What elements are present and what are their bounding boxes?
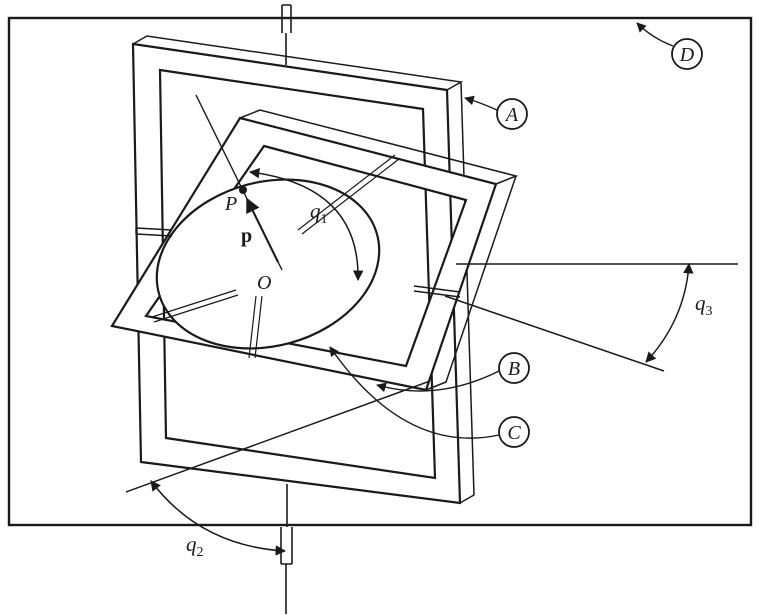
label-origin-o: O (257, 272, 271, 294)
label-q1-sub: 1 (321, 212, 328, 227)
callout-d-label: D (679, 44, 695, 66)
label-q2: q2 (186, 532, 204, 560)
callout-d: D (636, 22, 703, 70)
label-q2-sub: 2 (197, 545, 204, 560)
pivot-pin-right (413, 285, 461, 298)
callout-c-circle (498, 416, 530, 448)
gimbal-b-depth-edges (239, 109, 519, 391)
label-q3: q3 (695, 291, 713, 319)
label-q2-base: q (186, 532, 197, 556)
q2-reference-line (125, 380, 431, 493)
callout-c: C (329, 346, 530, 448)
q3-reference-line (444, 295, 665, 372)
pivot-pin-left (135, 227, 173, 237)
q3-angle-arc (645, 262, 694, 363)
callout-b-leader-arrow (376, 370, 500, 393)
callout-b-circle (498, 352, 530, 384)
callout-d-circle (671, 38, 703, 70)
q1-arc (248, 167, 364, 282)
pivot-pin-top (281, 4, 292, 65)
callout-d-leader-arrow (636, 22, 674, 47)
gimbal-a-depth-edges (132, 35, 475, 504)
callout-c-leader-arrow (329, 346, 500, 439)
label-q1: q1 (310, 199, 328, 227)
callout-b: B (376, 352, 530, 393)
callout-b-label: B (508, 358, 520, 380)
callout-c-label: C (507, 422, 521, 444)
label-q3-base: q (695, 291, 706, 315)
callout-a-circle (496, 98, 528, 130)
label-vector-p: p (241, 225, 252, 247)
q2-angle-arc (150, 480, 287, 556)
callout-a-label: A (504, 104, 519, 126)
label-point-p: P (224, 193, 237, 215)
point-p-dot (239, 186, 247, 194)
callout-a-leader-arrow (464, 95, 498, 111)
callout-a: A (464, 95, 528, 130)
label-q1-base: q (310, 199, 321, 223)
label-q3-sub: 3 (706, 304, 713, 319)
